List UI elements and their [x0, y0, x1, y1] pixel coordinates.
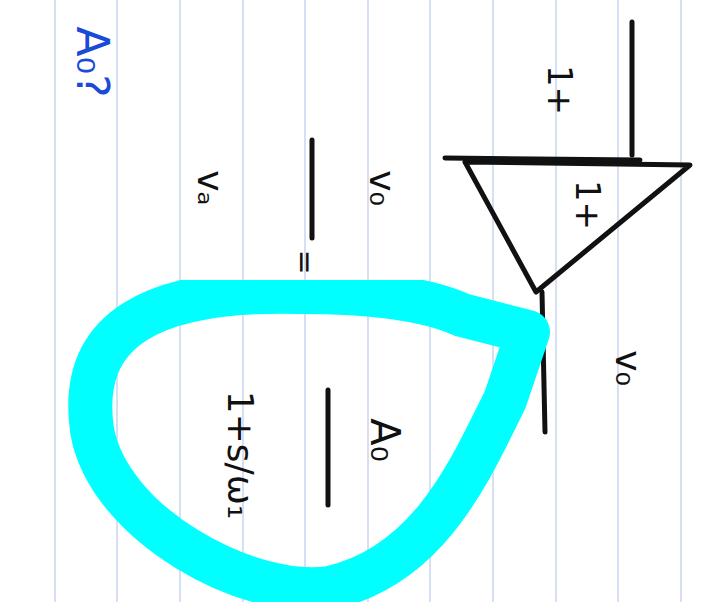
amplifier-triangle — [465, 162, 690, 292]
bracket — [630, 22, 635, 155]
highlight-loop — [60, 280, 560, 602]
signal-name: v₀ — [364, 170, 400, 206]
note-heading: A₀? — [70, 26, 114, 97]
gain-term: 1+ — [571, 180, 605, 230]
circled-expression: A₀ 1+s/ω₁ — [60, 280, 560, 602]
output-wire — [542, 292, 545, 432]
gain-term: 1+ — [543, 65, 577, 115]
denominator: 1+s/ω₁ — [222, 391, 258, 520]
ruled-lines — [55, 0, 681, 602]
signal-name: v₀ — [610, 350, 646, 386]
numerator: A₀ — [365, 418, 405, 461]
signal-name: vₐ — [192, 170, 228, 205]
fraction-bar — [445, 158, 640, 160]
equals-sign: = — [290, 249, 320, 274]
fraction-bar — [310, 140, 315, 238]
